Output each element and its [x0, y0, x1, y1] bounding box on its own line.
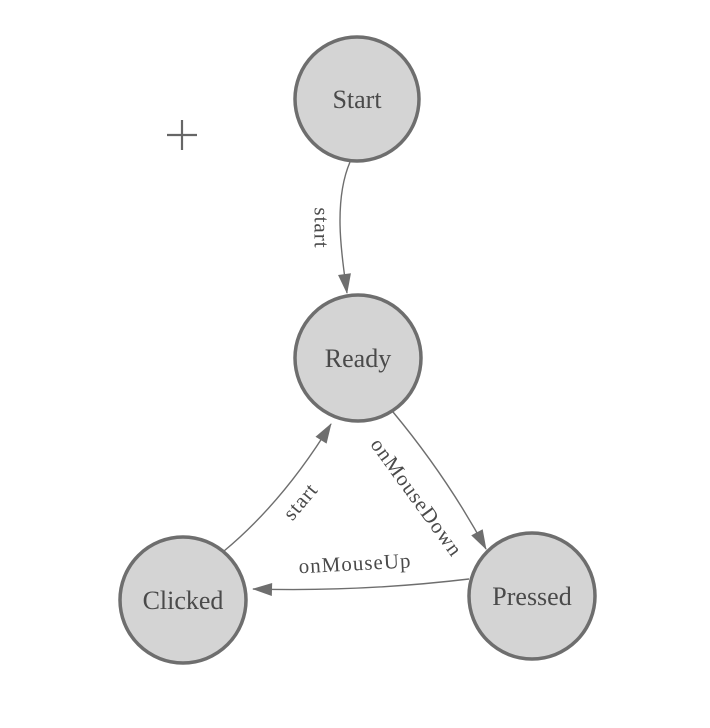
edge-label-pressed-to-clicked: onMouseUp [298, 548, 412, 578]
node-label-pressed: Pressed [492, 582, 571, 611]
state-node-ready[interactable]: Ready [293, 293, 423, 423]
node-label-start: Start [332, 85, 382, 114]
node-label-ready: Ready [325, 344, 391, 373]
transition-edge-ready-to-pressed[interactable] [392, 411, 487, 550]
cursor-layer [167, 120, 197, 150]
transition-edge-clicked-to-ready[interactable] [223, 423, 332, 552]
state-node-start[interactable]: Start [293, 35, 421, 163]
state-node-clicked[interactable]: Clicked [118, 535, 248, 665]
edges-layer [223, 161, 487, 597]
edge-label-start-to-ready: start [310, 207, 334, 248]
transition-edge-start-to-ready[interactable] [338, 161, 351, 294]
edge-label-ready-to-pressed: onMouseDown [366, 433, 468, 561]
edge-label-clicked-to-ready: start [278, 478, 323, 525]
state-node-pressed[interactable]: Pressed [467, 531, 597, 661]
transition-edge-pressed-to-clicked[interactable] [252, 578, 470, 597]
node-label-clicked: Clicked [143, 586, 224, 615]
